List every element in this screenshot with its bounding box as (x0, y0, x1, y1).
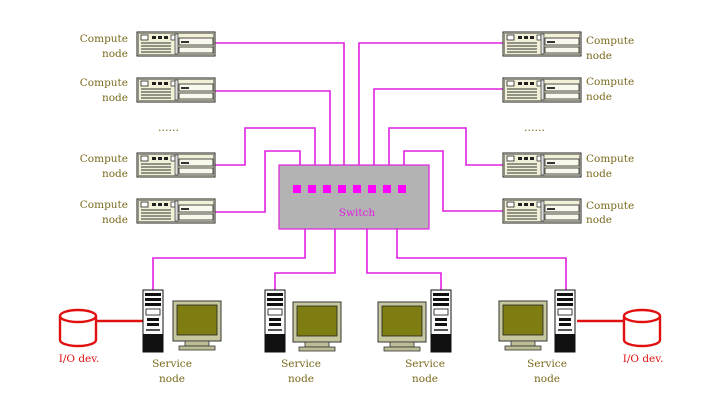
svg-text:Compute: Compute (80, 153, 128, 165)
service-node-2: Service node (264, 289, 342, 385)
compute-node-left-2: Compute node (80, 77, 216, 104)
compute-node-left-4: Compute node (80, 198, 216, 226)
svg-text:node: node (412, 373, 438, 385)
io-device-left: I/O dev. (59, 308, 100, 365)
svg-text:Service: Service (152, 358, 192, 370)
svg-text:Compute: Compute (586, 35, 634, 47)
service-node-1: Service node (142, 289, 222, 385)
compute-node-left-1: Compute node (80, 31, 216, 60)
svg-text:node: node (288, 373, 314, 385)
svg-text:node: node (534, 373, 560, 385)
io-device-right: I/O dev. (623, 308, 664, 365)
switch: Switch (278, 164, 430, 230)
svg-text:Service: Service (405, 358, 445, 370)
svg-text:node: node (102, 214, 128, 226)
svg-text:node: node (586, 50, 612, 62)
svg-text:node: node (586, 214, 612, 226)
switch-ports (293, 185, 406, 193)
compute-links (215, 42, 503, 213)
svg-text:Compute: Compute (586, 76, 634, 88)
compute-node-right-4: Compute node (502, 198, 634, 226)
svg-text:Compute: Compute (80, 33, 128, 45)
switch-label: Switch (339, 207, 376, 219)
svg-text:I/O dev.: I/O dev. (59, 353, 100, 365)
svg-text:Compute: Compute (586, 200, 634, 212)
svg-text:Service: Service (281, 358, 321, 370)
service-node-4: Service node (498, 289, 576, 385)
ellipsis-right: ...... (524, 121, 545, 134)
svg-text:Service: Service (527, 358, 567, 370)
service-node-3: Service node (377, 289, 452, 385)
service-links (152, 229, 567, 290)
compute-node-right-1: Compute node (502, 31, 634, 62)
svg-text:node: node (102, 168, 128, 180)
svg-text:node: node (159, 373, 185, 385)
compute-node-right-2: Compute node (502, 76, 634, 103)
svg-text:Compute: Compute (586, 153, 634, 165)
compute-node-right-3: Compute node (502, 152, 634, 180)
svg-text:node: node (586, 91, 612, 103)
svg-text:I/O dev.: I/O dev. (623, 353, 664, 365)
svg-text:Compute: Compute (80, 199, 128, 211)
switch-body (278, 164, 430, 230)
svg-text:node: node (586, 168, 612, 180)
compute-node-left-3: Compute node (80, 152, 216, 180)
svg-text:node: node (102, 48, 128, 60)
svg-text:node: node (102, 92, 128, 104)
svg-text:Compute: Compute (80, 77, 128, 89)
ellipsis-left: ...... (158, 121, 179, 134)
